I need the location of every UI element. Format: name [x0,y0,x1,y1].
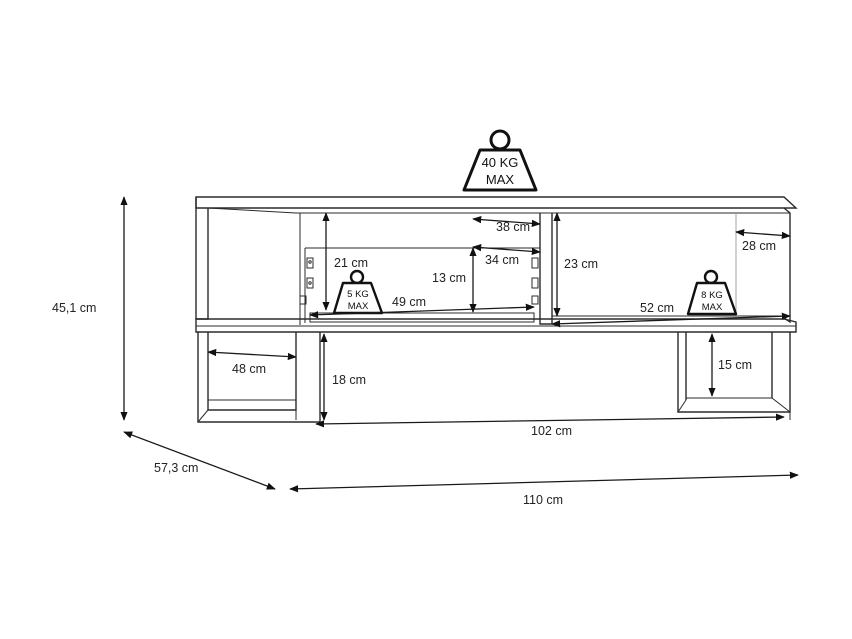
drawer-runner-right [531,257,539,305]
label-drawer-front: 49 cm [392,295,426,309]
label-width-total: 110 cm [523,493,563,507]
label-bottom-clearance: 15 cm [718,358,752,372]
weight-left-line1: 5 KG [347,289,369,300]
weight-top-line1: 40 KG [482,155,519,170]
label-right-depth: 28 cm [742,239,776,253]
drawer-runner-left [299,257,314,305]
label-drawer-inner-height: 13 cm [432,271,466,285]
label-leg-height: 18 cm [332,373,366,387]
label-left-opening: 21 cm [334,256,368,270]
label-right-opening: 23 cm [564,257,598,271]
weight-icon-top: 40 KG MAX [462,129,538,192]
label-right-shelf: 52 cm [640,301,674,315]
label-drawer-inner-width: 34 cm [485,253,519,267]
weight-icon-left-shelf: 5 KG MAX [332,269,384,315]
weight-icon-right-shelf: 8 KG MAX [686,269,738,316]
leg-frame-left [197,332,321,423]
dimension-lines [120,196,799,493]
label-leg-depth: 48 cm [232,362,266,376]
weight-right-line2: MAX [702,302,723,313]
leg-frame-right [677,332,791,420]
label-depth-total: 57,3 cm [154,461,198,475]
weight-right-line1: 8 KG [701,290,723,301]
weight-left-line2: MAX [348,301,369,312]
label-width-inner: 102 cm [531,424,572,438]
label-height-total: 45,1 cm [52,301,96,315]
label-drawer-back: 38 cm [496,220,530,234]
weight-top-line2: MAX [486,172,515,187]
dimension-labels: 45,1 cm 57,3 cm 110 cm 102 cm 38 cm 34 c… [52,220,776,507]
